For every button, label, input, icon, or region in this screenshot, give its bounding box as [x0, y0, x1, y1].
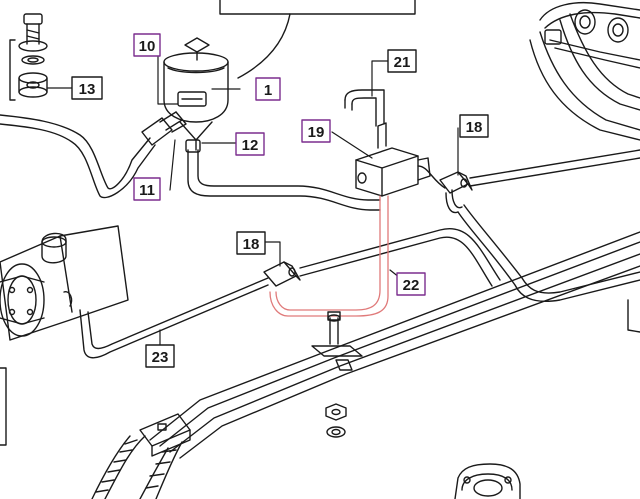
braided-hoses	[91, 435, 183, 499]
svg-text:11: 11	[139, 182, 155, 199]
pipe-bundle-right	[457, 13, 640, 302]
hose-clamp-icon	[139, 413, 191, 457]
svg-text:18: 18	[466, 119, 483, 136]
callout-23: 23	[145, 344, 175, 368]
svg-text:19: 19	[308, 124, 325, 141]
pipe-left-to-filter	[0, 114, 156, 199]
svg-text:1: 1	[264, 82, 272, 99]
svg-text:12: 12	[242, 137, 259, 154]
svg-text:18: 18	[243, 236, 260, 253]
bracket-13	[9, 39, 16, 101]
leader-lines	[47, 46, 459, 356]
svg-text:22: 22	[403, 277, 420, 294]
banjo-bolt-icon	[18, 13, 48, 98]
callouts: 10 1 13 12 11 21 19	[71, 33, 489, 368]
callout-1: 1	[255, 77, 281, 101]
callout-10: 10	[133, 33, 161, 57]
callout-13: 13	[71, 76, 103, 100]
union-fitting-icon	[141, 111, 187, 146]
svg-text:23: 23	[152, 349, 169, 366]
pipe-21	[344, 89, 385, 127]
edge-bracket-left	[0, 367, 7, 446]
pipe-filter-to-valve	[185, 139, 381, 211]
svg-text:10: 10	[139, 38, 156, 55]
pipe-valve-to-union	[417, 165, 446, 189]
callout-18-center: 18	[236, 231, 266, 255]
callout-22: 22	[396, 272, 426, 296]
flange-icon	[454, 463, 521, 499]
pipe-22-highlight	[269, 195, 389, 317]
hydraulic-block-topright	[539, 1, 640, 69]
callout-12: 12	[235, 132, 265, 156]
pipe-bundle-lower	[149, 231, 640, 459]
bolt-nut-icon	[311, 311, 363, 438]
union-fitting-icon	[263, 227, 501, 287]
filter-bowl-icon	[163, 37, 229, 151]
callout-18-right: 18	[459, 114, 489, 138]
valve-block-icon	[355, 122, 431, 197]
inset-frame	[219, 0, 416, 79]
union-fitting-icon	[439, 171, 473, 214]
callout-21: 21	[387, 49, 417, 73]
svg-text:21: 21	[394, 54, 411, 71]
edge-bracket-right	[627, 299, 640, 333]
callout-11: 11	[133, 177, 161, 201]
svg-text:13: 13	[79, 81, 96, 98]
hydraulic-pump-icon	[0, 225, 129, 341]
callout-19: 19	[301, 119, 331, 143]
pipe-23	[79, 277, 269, 359]
